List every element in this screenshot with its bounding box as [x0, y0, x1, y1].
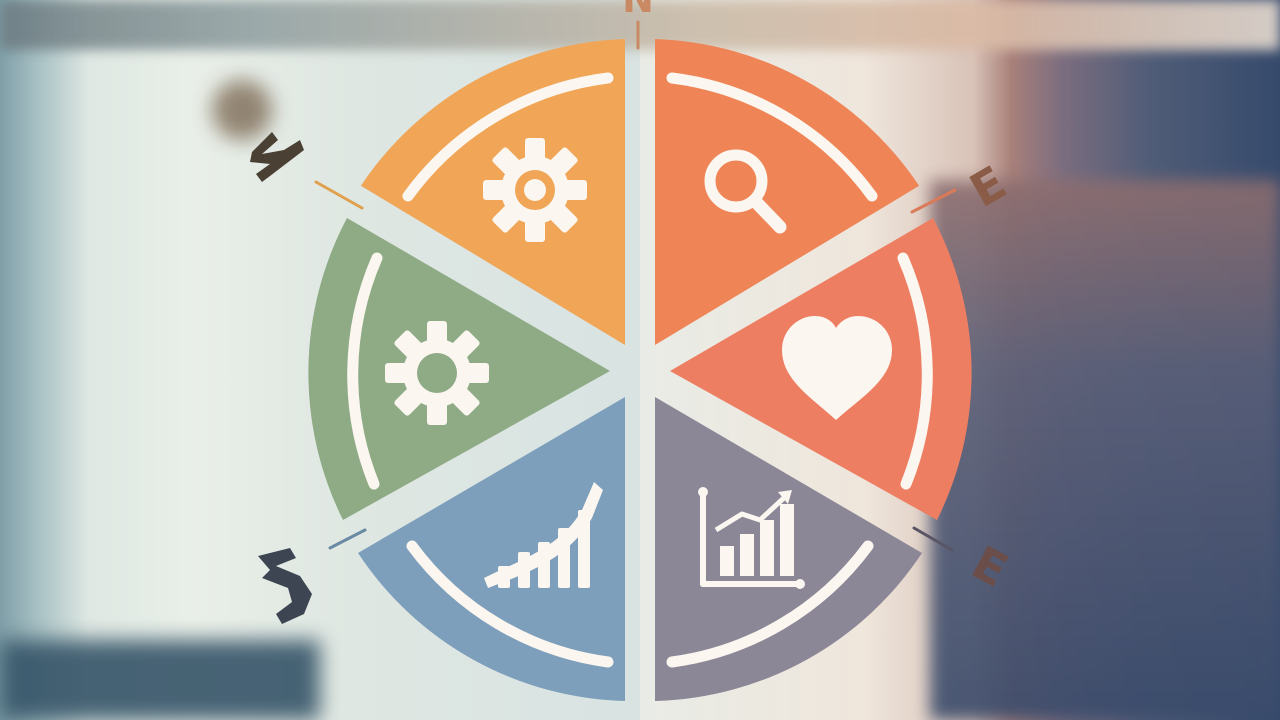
magnifier-icon: [704, 149, 787, 234]
compass-ticks: [314, 20, 957, 552]
search-segment-top-right: [655, 39, 920, 345]
background-blob: [212, 80, 272, 140]
arc-top-right: [666, 72, 878, 202]
growth-bars-icon: [484, 482, 603, 588]
arc-right: [897, 252, 933, 490]
arc-left: [347, 252, 383, 490]
background-right-panel: [930, 180, 1280, 720]
compass-letter-north: N: [622, 0, 654, 21]
arc-top-left: [402, 72, 614, 202]
southeast-tick: [912, 526, 954, 552]
bar-chart-axes-icon: [698, 487, 805, 589]
northwest-tick: [314, 180, 364, 210]
northeast-tick: [910, 188, 957, 214]
compass-mark-northwest: [250, 132, 304, 182]
growth-segment-bottom-left: [358, 397, 625, 701]
gear-icon: [385, 321, 489, 425]
heart-icon: [782, 316, 892, 420]
inner-arcs: [347, 72, 933, 668]
background-bottom-left: [0, 640, 320, 720]
gear-icon: [483, 138, 587, 242]
background-top-bar: [0, 0, 1280, 50]
arc-bottom-left: [406, 540, 614, 668]
southwest-tick: [328, 528, 367, 550]
arc-bottom-right: [666, 540, 874, 668]
compass-letter-east-upper: E: [961, 155, 1015, 217]
compass-letter-east-lower: E: [963, 535, 1016, 597]
compass-mark-southwest: [258, 548, 312, 624]
